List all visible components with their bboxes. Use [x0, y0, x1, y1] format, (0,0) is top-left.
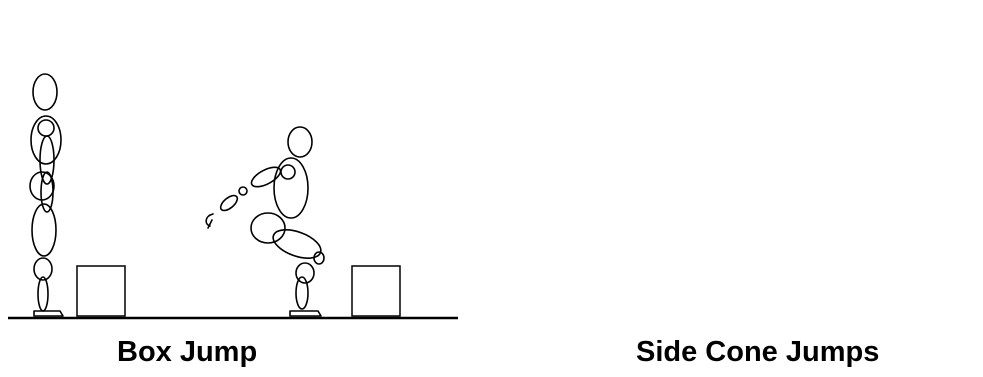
box-jump-panel — [8, 74, 458, 318]
head — [33, 74, 57, 110]
shoulder — [38, 120, 54, 136]
thigh — [269, 224, 324, 264]
box-left-1 — [77, 266, 125, 316]
foot — [34, 311, 63, 316]
shoulder — [281, 165, 295, 179]
elbow — [239, 187, 247, 195]
standing-figure — [30, 74, 63, 316]
forearm — [218, 193, 240, 214]
upper-arm — [249, 163, 284, 190]
torso — [274, 158, 308, 218]
box-left-2 — [352, 266, 400, 316]
forearm — [41, 172, 53, 212]
head — [288, 127, 312, 157]
thigh — [32, 204, 56, 256]
hand — [206, 214, 213, 228]
squatting-figure — [206, 127, 324, 316]
caption-box-jump: Box Jump — [117, 336, 257, 369]
foot — [290, 311, 321, 316]
pelvis — [251, 213, 285, 243]
torso — [31, 116, 61, 164]
shin — [38, 277, 48, 311]
caption-side-cone-jumps: Side Cone Jumps — [636, 336, 879, 369]
